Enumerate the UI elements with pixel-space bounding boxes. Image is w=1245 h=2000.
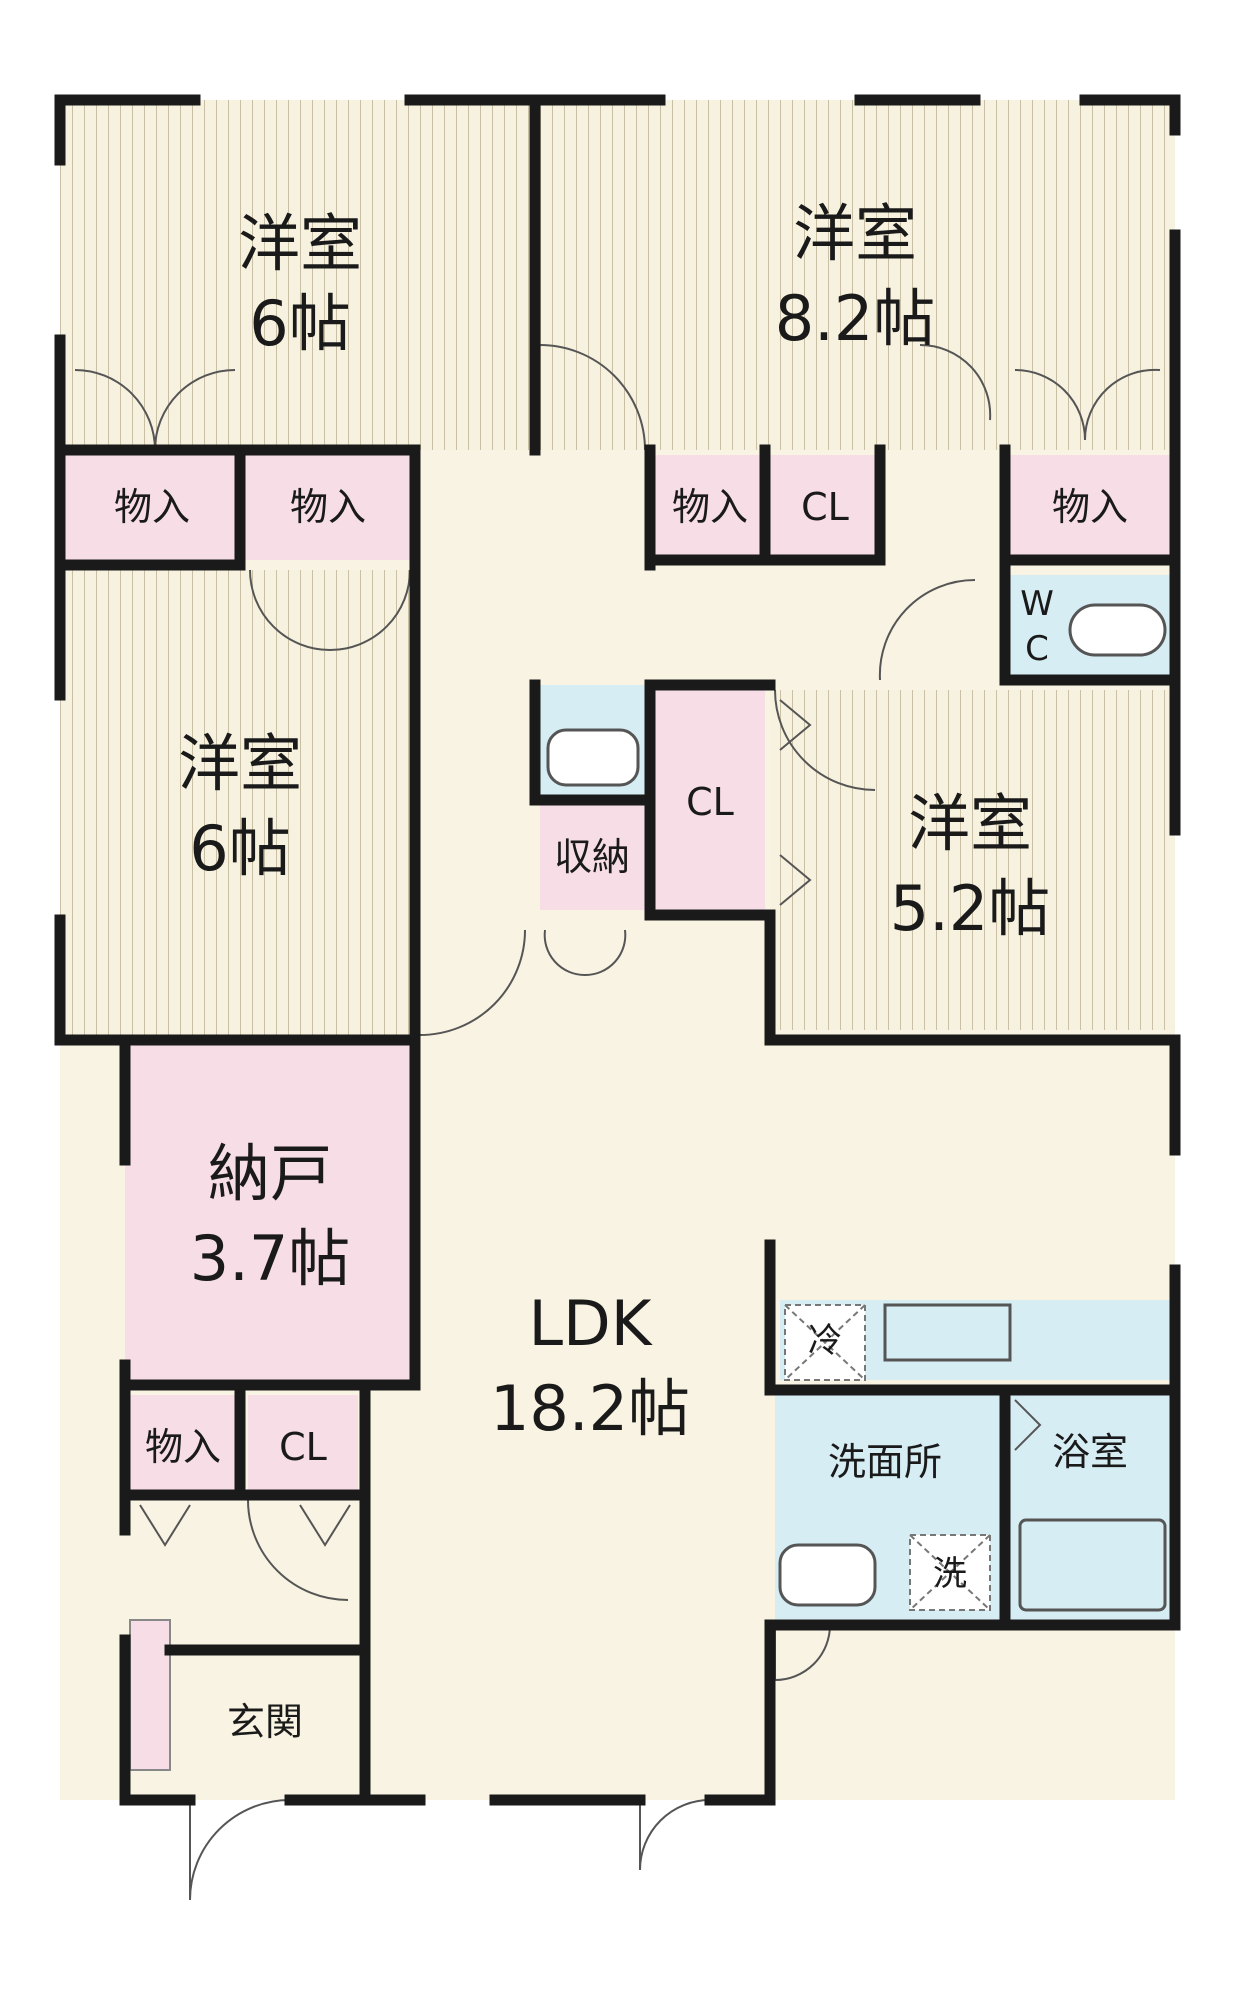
washer-cross-2 <box>909 1534 991 1611</box>
storage-floor <box>540 805 645 910</box>
closet-cl-mid-label: CL <box>686 780 734 824</box>
sink <box>883 1303 1012 1362</box>
basin-lower <box>778 1543 877 1607</box>
door-swings <box>74 343 1161 1901</box>
entrance-label: 玄関 <box>227 1700 303 1744</box>
storeroom-size: 3.7帖 <box>190 1222 351 1295</box>
closet-1-floor <box>65 455 240 560</box>
room-western-e-name: 洋室 <box>908 787 1032 860</box>
closet-2-floor <box>245 455 410 560</box>
room-western-w-size: 6帖 <box>189 812 290 885</box>
storeroom-floor <box>125 1040 415 1385</box>
fridge-label: 冷 <box>808 1321 842 1361</box>
storeroom-name: 納戸 <box>208 1137 332 1210</box>
room-western-nw-name: 洋室 <box>238 207 362 280</box>
closet-6-floor <box>128 1395 238 1495</box>
room-western-ne-floor <box>540 100 1175 450</box>
closet-4-floor <box>770 455 880 560</box>
ldk-size: 18.2帖 <box>490 1372 690 1445</box>
closet-5-floor <box>1010 455 1170 560</box>
room-western-ne-size: 8.2帖 <box>775 282 936 355</box>
closet-1-label: 物入 <box>114 485 190 529</box>
walls <box>54 94 1181 1806</box>
wc-label-2: C <box>1025 629 1049 669</box>
shoe-cabinet <box>129 1619 171 1771</box>
closet-4-label: CL <box>801 485 849 529</box>
wc-label-1: W <box>1020 584 1054 624</box>
closet-3-floor <box>655 455 765 560</box>
room-western-nw-size: 6帖 <box>249 287 350 360</box>
ldk-name: LDK <box>529 1287 653 1360</box>
closet-7-floor <box>248 1395 358 1495</box>
fridge-cross-2 <box>784 1304 866 1381</box>
closet-cl-mid-floor <box>655 685 765 910</box>
room-western-w-floor <box>60 570 415 1040</box>
washroom-label: 洗面所 <box>828 1440 942 1484</box>
storage-label: 収納 <box>554 835 630 879</box>
room-western-nw-floor <box>60 100 530 450</box>
bath-label: 浴室 <box>1052 1430 1128 1474</box>
washer-label: 洗 <box>933 1554 967 1594</box>
room-western-e-floor <box>770 690 1175 1030</box>
room-western-e-size: 5.2帖 <box>890 872 1051 945</box>
closet-2-label: 物入 <box>290 485 366 529</box>
toilet <box>1068 603 1167 657</box>
room-western-w-name: 洋室 <box>178 727 302 800</box>
closet-6-label: 物入 <box>145 1425 221 1469</box>
basin-upper <box>546 728 640 787</box>
room-western-ne-name: 洋室 <box>793 197 917 270</box>
closet-5-label: 物入 <box>1052 485 1128 529</box>
closet-7-label: CL <box>279 1425 327 1469</box>
closet-3-label: 物入 <box>672 485 748 529</box>
bathtub <box>1018 1518 1167 1612</box>
